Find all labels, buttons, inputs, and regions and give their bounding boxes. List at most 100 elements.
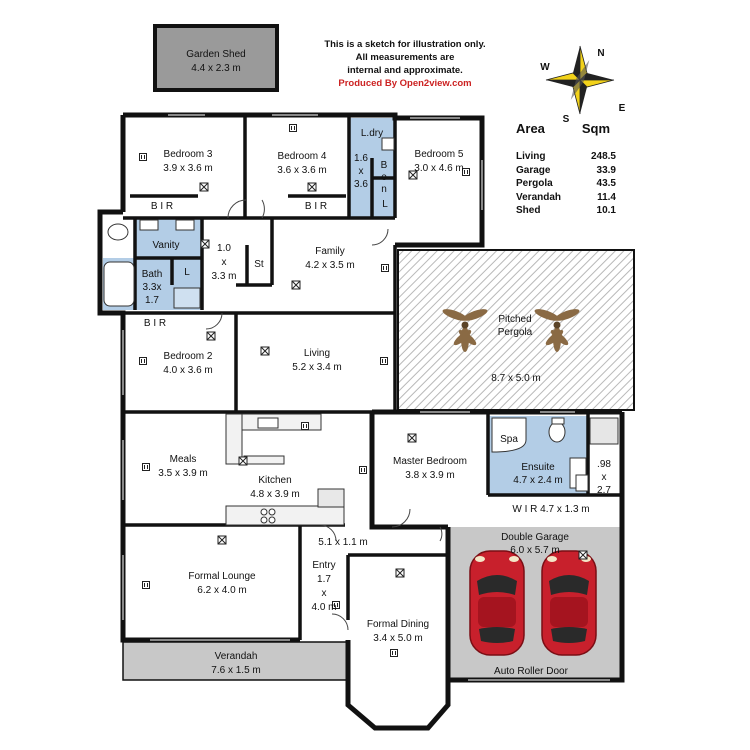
area-row-value: 43.5	[596, 178, 616, 189]
bir2-label: B I R	[144, 318, 166, 329]
passage-size: 5.1 x 1.1 m	[318, 537, 367, 548]
compass-rose-icon	[545, 45, 615, 115]
bath-name: Bath	[142, 269, 163, 280]
wir-label: W I R 4.7 x 1.3 m	[512, 504, 589, 515]
spa-label: Spa	[500, 434, 518, 445]
car-icon	[541, 550, 597, 656]
bedroom5-size: 3.0 x 4.6 m	[414, 163, 463, 174]
master-size: 3.8 x 3.9 m	[405, 470, 454, 481]
compass-s-label: S	[563, 114, 570, 125]
formal-dining-name: Formal Dining	[367, 619, 429, 630]
bath-w: 3.3x	[143, 282, 162, 293]
verandah-size: 7.6 x 1.5 m	[211, 665, 260, 676]
compass-n-label: N	[597, 48, 604, 59]
area-row: Garage 33.9	[516, 164, 616, 178]
bedroom2-name: Bedroom 2	[164, 351, 213, 362]
sqm-col-header: Sqm	[581, 121, 610, 136]
laundry-x: x	[359, 166, 364, 177]
garage-size: 6.0 x 5.7 m	[510, 545, 559, 556]
disclaimer-line-2: All measurements are	[355, 52, 455, 63]
hall-w: 1.0	[217, 243, 231, 254]
disclaimer-line-3: internal and approximate.	[347, 65, 463, 76]
area-row-value: 11.4	[597, 191, 616, 203]
bir4-label: B I R	[305, 201, 327, 212]
vanity-label: Vanity	[152, 240, 179, 251]
garden-shed	[153, 24, 279, 92]
meals-size: 3.5 x 3.9 m	[158, 468, 207, 479]
bedroom2-size: 4.0 x 3.6 m	[163, 365, 212, 376]
disclaimer-line-1: This is a sketch for illustration only.	[324, 39, 486, 50]
area-row-name: Verandah	[516, 191, 562, 203]
kitchen-size: 4.8 x 3.9 m	[250, 489, 299, 500]
bench-n: n	[381, 184, 387, 195]
store-label: St	[254, 259, 264, 270]
living-size: 5.2 x 3.4 m	[292, 362, 341, 373]
area-table-header: Area Sqm	[516, 121, 616, 136]
credit-link[interactable]: Produced By Open2view.com	[338, 78, 472, 89]
area-row-name: Pergola	[516, 178, 553, 189]
fixtures	[103, 137, 619, 492]
area-row: Shed 10.1	[516, 204, 616, 218]
formal-lounge-name: Formal Lounge	[188, 571, 256, 582]
area-row-value: 10.1	[596, 205, 616, 216]
formal-dining-size: 3.4 x 5.0 m	[373, 633, 422, 644]
laundry-name: L.dry	[361, 128, 383, 139]
area-col-header: Area	[516, 121, 545, 136]
hall-h: 3.3 m	[211, 271, 236, 282]
compass-e-label: E	[619, 103, 626, 114]
entry-name: Entry	[312, 560, 335, 571]
verandah-area	[122, 641, 349, 681]
pergola-name-1: Pitched	[498, 314, 531, 325]
ens-small-x: x	[602, 472, 607, 483]
pergola-size: 8.7 x 5.0 m	[491, 373, 540, 384]
area-row-value: 248.5	[590, 151, 616, 162]
ensuite-name: Ensuite	[521, 462, 555, 473]
garage-door: Auto Roller Door	[494, 666, 569, 677]
entry-x: x	[322, 588, 327, 599]
family-name: Family	[315, 246, 344, 257]
garage-name: Double Garage	[501, 532, 569, 543]
windows	[122, 114, 610, 681]
entry-w: 1.7	[317, 574, 331, 585]
ens-small-w: .98	[597, 459, 611, 470]
bedroom4-size: 3.6 x 3.6 m	[277, 165, 326, 176]
garden-shed-name: Garden Shed	[186, 49, 246, 60]
laundry-linen: L	[382, 199, 388, 210]
car-icon	[469, 550, 525, 656]
bedroom3-name: Bedroom 3	[164, 149, 213, 160]
pergola-name-2: Pergola	[498, 327, 533, 338]
area-row-value: 33.9	[596, 164, 616, 176]
bath-linen: L	[184, 267, 190, 278]
master-name: Master Bedroom	[393, 456, 467, 467]
kitchen-name: Kitchen	[258, 475, 291, 486]
disclaimer-note: This is a sketch for illustration only. …	[290, 38, 520, 90]
hall-x: x	[222, 257, 227, 268]
area-row: Verandah 11.4	[516, 191, 616, 205]
doors	[205, 199, 443, 631]
bir3-label: B I R	[151, 201, 173, 212]
ens-small-h: 2.7	[597, 485, 611, 496]
ensuite-size: 4.7 x 2.4 m	[513, 475, 562, 486]
bedroom4-name: Bedroom 4	[278, 151, 327, 162]
formal-lounge-size: 6.2 x 4.0 m	[197, 585, 246, 596]
laundry-w: 1.6	[354, 153, 368, 164]
area-row: Pergola 43.5	[516, 177, 616, 191]
bench-b: B	[381, 160, 388, 171]
area-row-name: Shed	[516, 205, 541, 216]
kitchen-counters	[225, 413, 345, 526]
area-row-name: Garage	[516, 164, 551, 176]
meals-name: Meals	[170, 454, 197, 465]
compass-w-label: W	[540, 62, 550, 73]
entry-h: 4.0 m	[311, 602, 336, 613]
living-name: Living	[304, 348, 330, 359]
interior-walls	[100, 115, 622, 640]
bedroom5-name: Bedroom 5	[415, 149, 464, 160]
family-size: 4.2 x 3.5 m	[305, 260, 354, 271]
laundry-h: 3.6	[354, 179, 368, 190]
bench-e: e	[381, 172, 387, 183]
bedroom3-size: 3.9 x 3.6 m	[163, 163, 212, 174]
bath-h: 1.7	[145, 295, 159, 306]
